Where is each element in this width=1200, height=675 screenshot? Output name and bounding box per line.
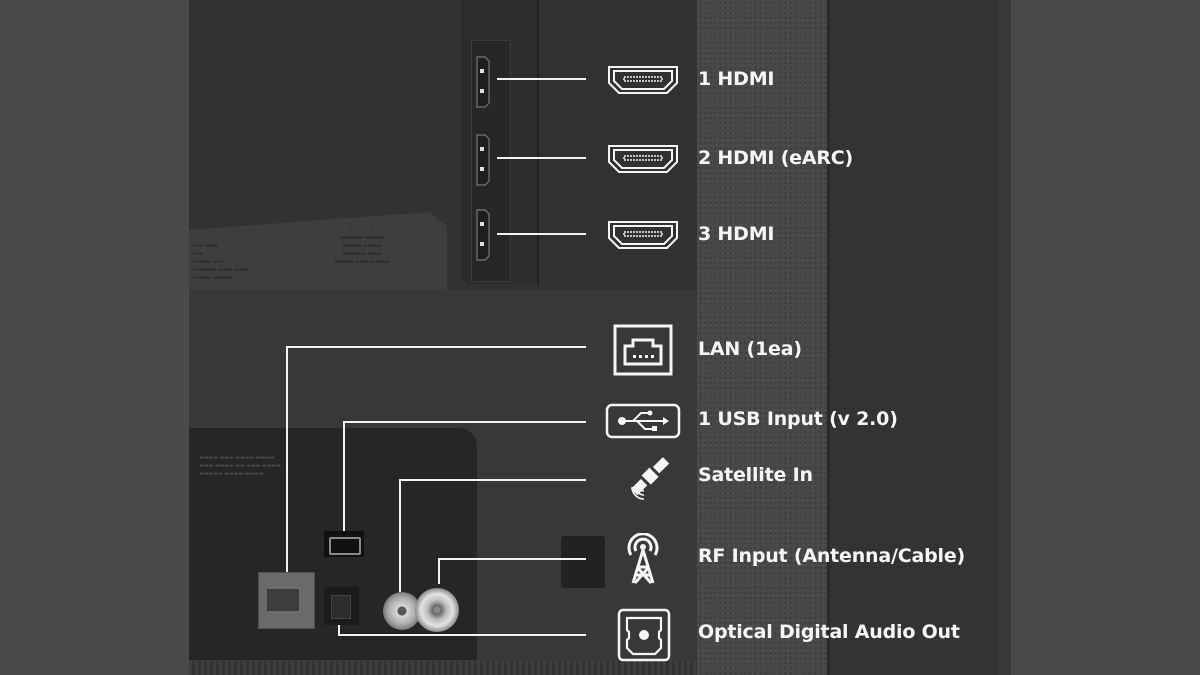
usb-callout-line-h: [343, 421, 586, 423]
rf-callout-line-v: [438, 558, 440, 584]
lan-callout-line-h: [286, 346, 586, 348]
satellite-callout-line-h: [399, 479, 586, 481]
optical-callout-line-v: [338, 625, 340, 636]
rf-connector: [415, 588, 459, 632]
usb-icon: [605, 403, 681, 439]
usb-callout-line-v: [343, 421, 345, 531]
sticker-text-left: ▬▬ ▬▬▬▬▬▬▬▬▬ ▬▬▬▬▬▬▬ ▬▬▬ ▬▬▬▬▬▬▬ ▬▬▬▬: [193, 243, 249, 281]
right-edge: [999, 0, 1011, 675]
right-panel: [830, 0, 1011, 675]
antenna-icon: [625, 533, 661, 585]
hdmi3-callout-line: [497, 233, 586, 235]
port-label-usb: 1 USB Input (v 2.0): [698, 408, 898, 430]
port-label-optical: Optical Digital Audio Out: [698, 621, 960, 643]
satellite-icon: [626, 457, 670, 503]
tv-rear-panel: ▬▬ ▬▬▬▬▬▬▬▬▬ ▬▬▬▬▬▬▬ ▬▬▬ ▬▬▬▬▬▬▬ ▬▬▬▬ ⚠ …: [189, 0, 1011, 675]
satellite-callout-line-v: [399, 479, 401, 592]
hdmi-port-strip: [461, 0, 539, 284]
hdmi-port-1: [475, 55, 491, 109]
port-label-hdmi3: 3 HDMI: [698, 223, 775, 245]
optical-callout-line-h: [338, 634, 586, 636]
textured-side-panel: [697, 0, 830, 675]
side-slot: [561, 536, 605, 588]
port-label-satellite: Satellite In: [698, 464, 813, 486]
port-label-lan: LAN (1ea): [698, 338, 802, 360]
recess-print: ▬▬▬▬ ▬▬▬ ▬▬▬▬ ▬▬▬▬▬▬▬ ▬▬▬▬ ▬▬ ▬▬▬ ▬▬▬▬▬▬…: [199, 455, 281, 477]
optical-icon: [617, 608, 671, 662]
hdmi1-callout-line: [497, 78, 586, 80]
port-label-hdmi2: 2 HDMI (eARC): [698, 147, 854, 169]
lan-callout-line-v: [286, 346, 288, 572]
hdmi-port-2: [475, 133, 491, 187]
hdmi2-callout-line: [497, 157, 586, 159]
hdmi-icon: [606, 143, 680, 175]
lan-port: [258, 572, 315, 629]
optical-port: [324, 587, 359, 625]
bottom-grille: [189, 660, 697, 675]
satellite-connector: [383, 592, 421, 630]
sticker-text-warning: ⚠ ⚠▬▬▬▬▬ ▬▬▬▬▬▬▬▬ ▬▬▬▬▬▬▬▬▬ ▬▬▬▬▬▬▬ ▬▬▬ …: [334, 227, 390, 265]
hdmi-icon: [606, 64, 680, 96]
usb-port: [324, 531, 364, 557]
hdmi-port-3: [475, 208, 491, 262]
hdmi-icon: [606, 219, 680, 251]
port-label-rf: RF Input (Antenna/Cable): [698, 545, 965, 567]
port-label-hdmi1: 1 HDMI: [698, 68, 775, 90]
rf-callout-line-h: [438, 558, 586, 560]
lan-icon: [613, 324, 673, 376]
